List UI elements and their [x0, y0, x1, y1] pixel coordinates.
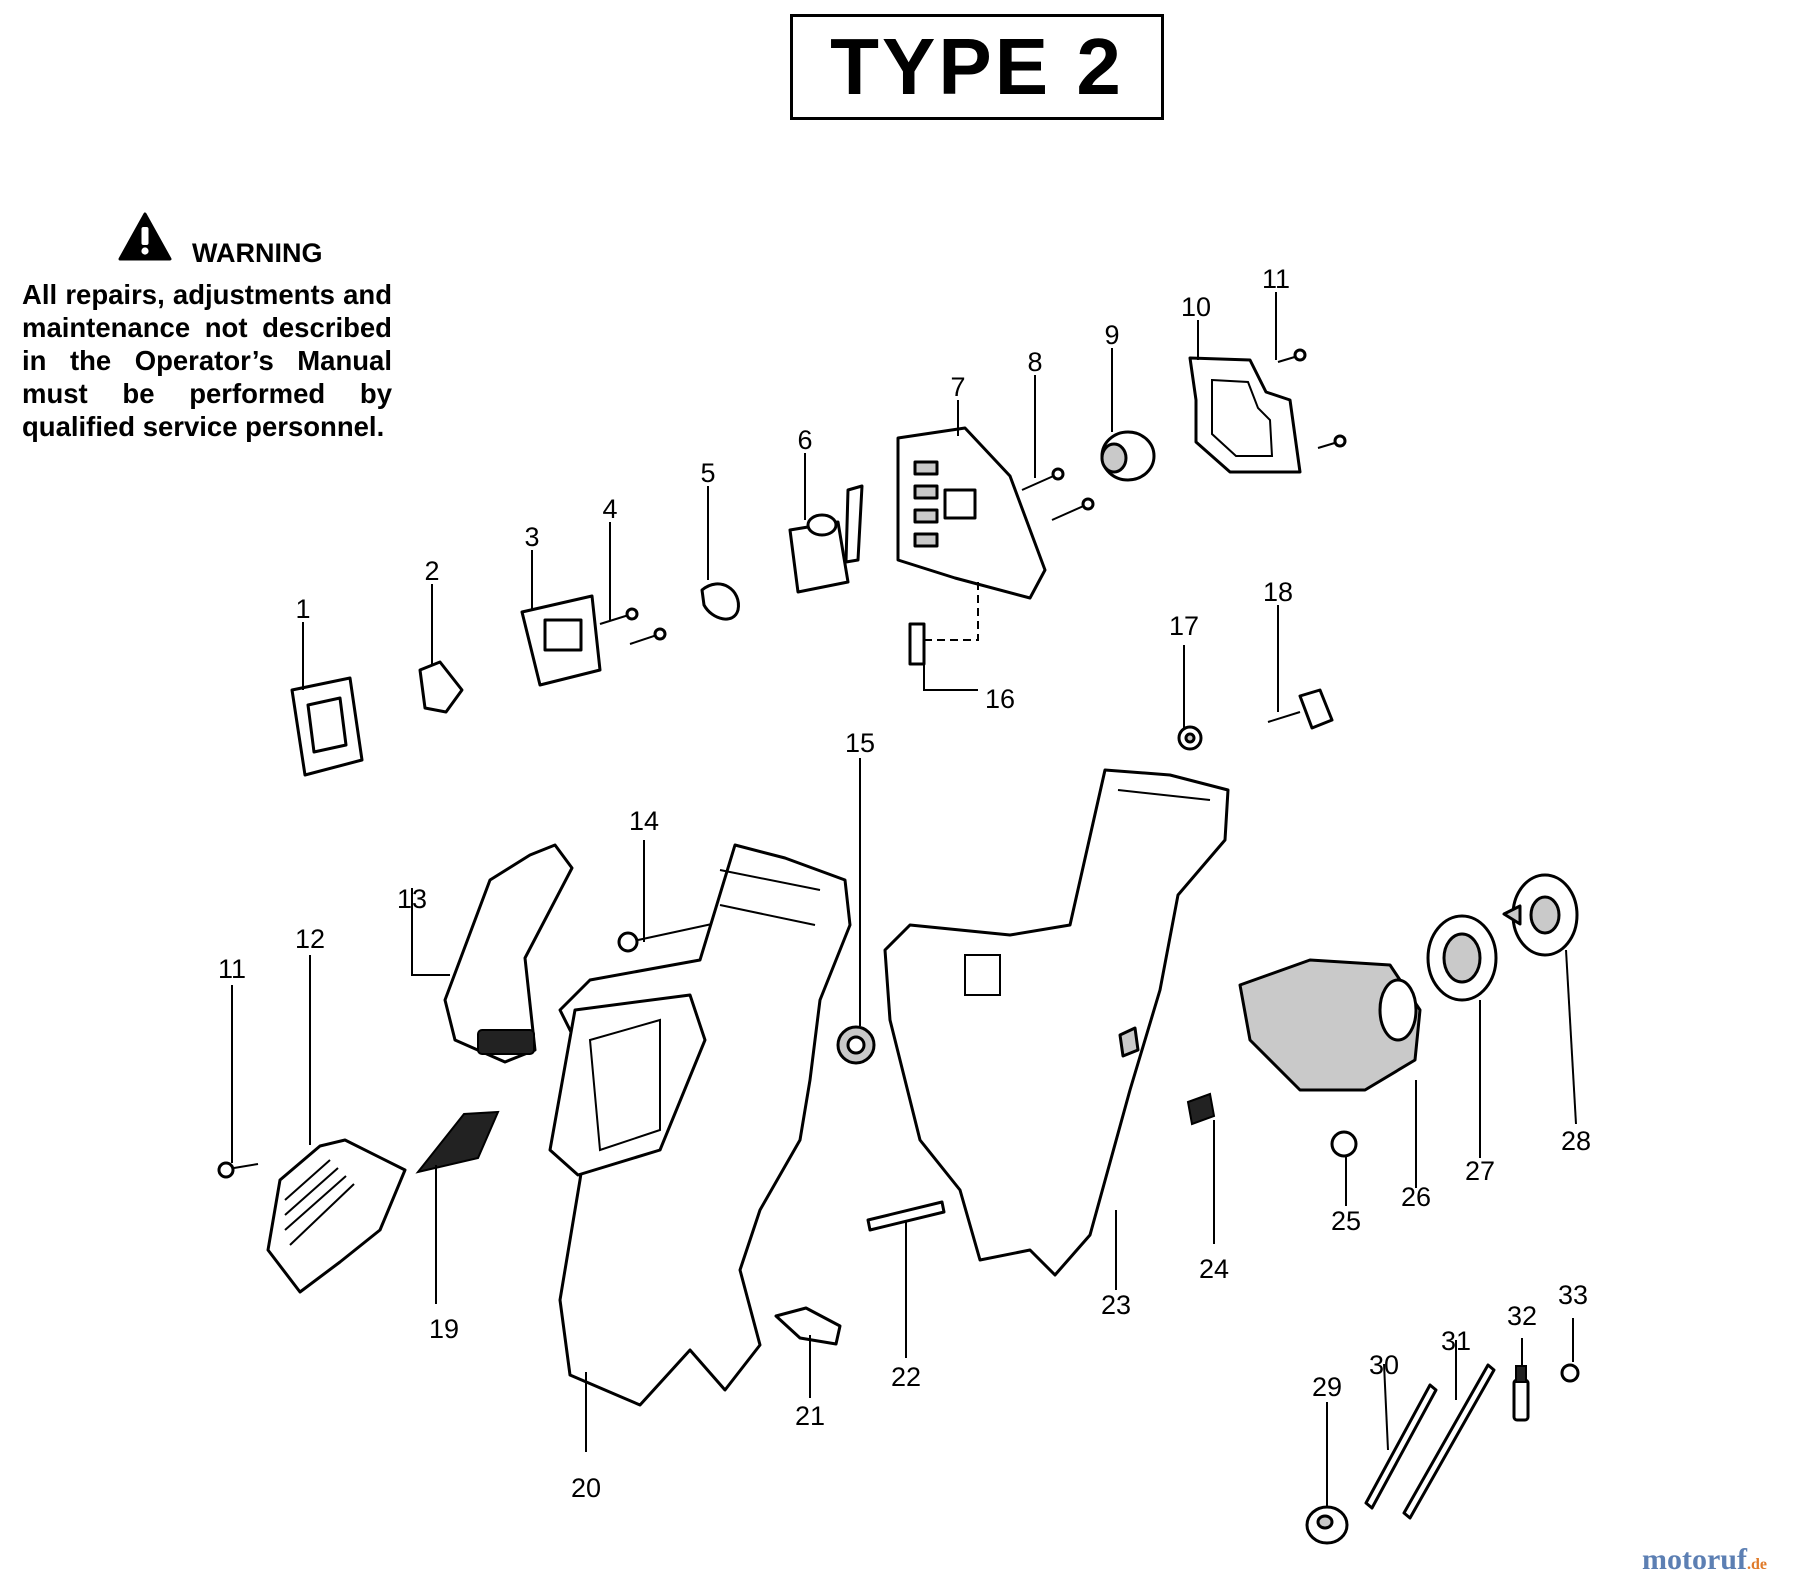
part-31-tube: [1402, 1363, 1496, 1520]
callout-18: 18: [1263, 577, 1293, 607]
callout-29: 29: [1312, 1372, 1342, 1402]
part-26-fan: [1238, 958, 1422, 1092]
part-12-engine-cover: [266, 1138, 407, 1294]
part-8-screws: [1021, 467, 1095, 521]
callout-14: 14: [629, 806, 659, 836]
watermark-tld: .de: [1746, 1556, 1767, 1573]
part-23-fan-housing: [883, 768, 1230, 1277]
callout-27: 27: [1465, 1156, 1495, 1186]
leader-lines: [231, 292, 1577, 1507]
callout-30: 30: [1369, 1350, 1399, 1380]
part-1-gasket: [290, 676, 364, 777]
callout-5: 5: [700, 458, 715, 488]
callout-10: 10: [1181, 292, 1211, 322]
callout-9: 9: [1104, 320, 1119, 350]
part-13-handle: [443, 843, 574, 1064]
type-title-box: TYPE 2: [790, 14, 1164, 120]
callout-1: 1: [295, 594, 310, 624]
callout-15: 15: [845, 728, 875, 758]
callout-6: 6: [797, 425, 812, 455]
watermark-logo: motoruf.de: [1642, 1545, 1767, 1575]
part-28-pulley: [1502, 873, 1579, 957]
callout-25: 25: [1331, 1206, 1361, 1236]
callout-24: 24: [1199, 1254, 1229, 1284]
callout-8: 8: [1027, 347, 1042, 377]
part-9-filter-ring: [1100, 430, 1156, 482]
part-11-screws-top: [1277, 348, 1347, 449]
callout-11-left: 11: [218, 954, 246, 984]
callout-13: 13: [397, 884, 427, 914]
part-25-cap: [1330, 1130, 1358, 1158]
part-20-blower-housing: [548, 843, 852, 1407]
part-19-filter-pad: [415, 1110, 500, 1174]
callout-12: 12: [295, 924, 325, 954]
part-16-clip: [908, 580, 979, 666]
part-10-bracket: [1188, 356, 1302, 474]
callout-33: 33: [1558, 1280, 1588, 1310]
callout-11-top: 11: [1262, 264, 1290, 294]
part-21-clip: [774, 1306, 842, 1346]
part-22-pin: [866, 1200, 946, 1232]
warning-triangle-icon: [118, 212, 172, 261]
callout-16: 16: [985, 684, 1015, 714]
callout-21: 21: [795, 1401, 825, 1431]
callout-7: 7: [950, 372, 965, 402]
type-title: TYPE 2: [830, 22, 1124, 111]
callout-labels: 1 2 3 4 5 6 7 8 9 10 11 11 12 13 14 15 1…: [218, 264, 1591, 1503]
callout-17: 17: [1169, 611, 1199, 641]
part-18-knob: [1267, 688, 1334, 730]
callout-32: 32: [1507, 1301, 1537, 1331]
part-11-screw-left: [217, 1161, 259, 1179]
part-32-filter: [1512, 1365, 1530, 1422]
warning-text: All repairs, adjustments and maintenance…: [22, 279, 392, 442]
part-14-bolt: [617, 923, 713, 953]
callout-4: 4: [602, 494, 617, 524]
callout-31: 31: [1441, 1326, 1471, 1356]
watermark-main: motoruf: [1642, 1543, 1747, 1576]
part-17-nut: [1177, 725, 1203, 751]
callout-26: 26: [1401, 1182, 1431, 1212]
callout-3: 3: [524, 522, 539, 552]
part-30-tube: [1364, 1383, 1438, 1510]
part-29-washer: [1305, 1505, 1349, 1545]
part-27-seal-ring: [1426, 914, 1498, 1002]
callout-22: 22: [891, 1362, 921, 1392]
part-3-housing: [520, 594, 602, 687]
callout-19: 19: [429, 1314, 459, 1344]
callout-2: 2: [424, 556, 439, 586]
callout-23: 23: [1101, 1290, 1131, 1320]
callout-20: 20: [571, 1473, 601, 1503]
part-7-filter-cover: [896, 426, 1047, 600]
warning-header: WARNING: [118, 212, 408, 268]
part-6-carburetor: [788, 484, 864, 594]
part-2-plate: [418, 660, 464, 714]
warning-title: WARNING: [192, 238, 323, 268]
part-33-ring: [1560, 1363, 1580, 1383]
part-5-clamp: [700, 582, 740, 621]
part-24-grommet: [1186, 1092, 1216, 1126]
callout-28: 28: [1561, 1126, 1591, 1156]
part-15-gear: [836, 1025, 876, 1065]
part-4-screws: [599, 607, 667, 645]
